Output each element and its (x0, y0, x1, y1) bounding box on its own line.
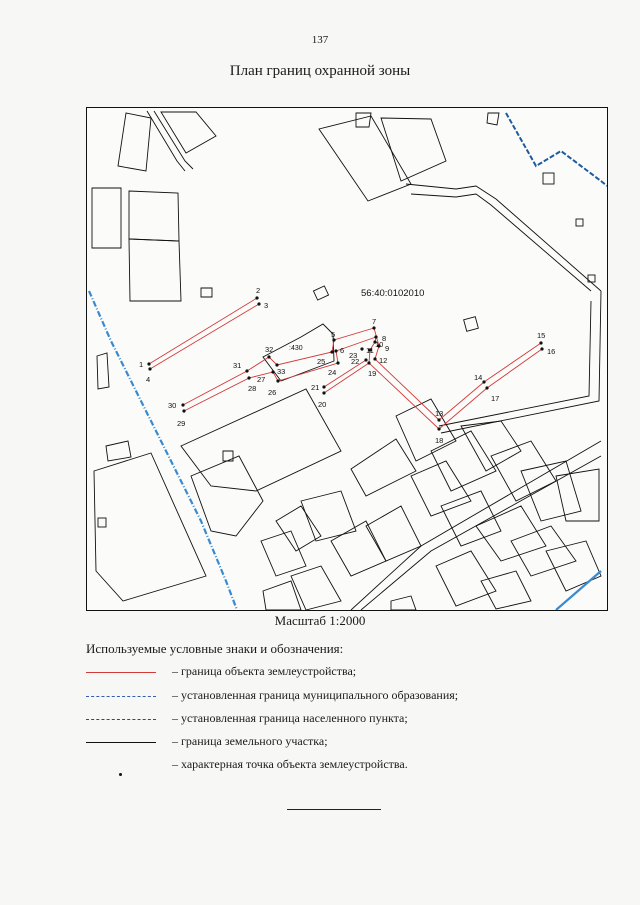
point-number-label-31: 31 (233, 361, 241, 370)
characteristic-point-20 (322, 391, 326, 395)
characteristic-point-24 (336, 361, 340, 365)
characteristic-point-5 (332, 338, 336, 342)
legend-item-settlement-border: – установленная граница населенного пунк… (86, 711, 566, 729)
legend-text: – граница объекта землеустройства; (172, 664, 357, 678)
characteristic-point-23 (360, 347, 364, 351)
point-number-label-23: 23 (349, 351, 357, 360)
point-number-label-17: 17 (491, 394, 499, 403)
characteristic-point-22 (364, 358, 368, 362)
point-number-label-15: 15 (537, 331, 545, 340)
characteristic-point-27 (271, 370, 275, 374)
characteristic-point-21 (322, 385, 326, 389)
point-number-label-26: 26 (268, 388, 276, 397)
point-number-label-10: 10 (375, 340, 383, 349)
characteristic-point-26 (276, 379, 280, 383)
characteristic-point-31 (245, 369, 249, 373)
characteristic-point-10 (373, 340, 377, 344)
legend-text: – характерная точка объекта землеустройс… (172, 757, 408, 771)
characteristic-point-16 (540, 347, 544, 351)
parcel-lines (91, 110, 602, 610)
point-number-label-6: 6 (340, 346, 344, 355)
legend-swatch-black-line (86, 742, 156, 743)
signature-line (287, 809, 381, 810)
plan-title: План границ охранной зоны (229, 63, 411, 79)
point-number-label-4: 4 (146, 375, 150, 384)
characteristic-point-19 (367, 361, 371, 365)
legend-text: – граница земельного участка; (172, 734, 328, 748)
page-number: 137 (311, 34, 329, 46)
point-number-label-18: 18 (435, 436, 443, 445)
legend-item-parcel-boundary: – граница земельного участка; (86, 734, 566, 752)
characteristic-point-2 (255, 296, 259, 300)
cadastral-block-label: 56:40:0102010 (361, 288, 424, 299)
characteristic-point-8 (374, 335, 378, 339)
legend-item-object-boundary: – граница объекта землеустройства; (86, 664, 566, 682)
municipal-border-line-lower (555, 570, 602, 610)
characteristic-point-28 (247, 376, 251, 380)
settlement-border-line (505, 112, 607, 187)
parcel-number-label: :430 (289, 345, 303, 352)
characteristic-point-25 (330, 350, 334, 354)
point-number-label-27: 27 (257, 375, 265, 384)
point-number-label-2: 2 (256, 286, 260, 295)
characteristic-point-18 (437, 427, 441, 431)
characteristic-point-32 (267, 355, 271, 359)
point-number-label-7: 7 (372, 317, 376, 326)
point-number-label-16: 16 (547, 347, 555, 356)
characteristic-point-29 (182, 409, 186, 413)
scale-label: Масштаб 1:2000 (274, 613, 366, 628)
point-number-label-32: 32 (265, 345, 273, 354)
point-number-label-28: 28 (248, 384, 256, 393)
point-number-label-8: 8 (382, 334, 386, 343)
point-number-label-33: 33 (277, 367, 285, 376)
characteristic-point-12 (373, 357, 377, 361)
point-number-label-1: 1 (139, 360, 143, 369)
point-number-label-20: 20 (318, 400, 326, 409)
characteristic-point-13 (437, 418, 441, 422)
characteristic-point-15 (539, 341, 543, 345)
characteristic-points: 1234567891011121314151617181920212223242… (139, 286, 555, 445)
legend-text: – установленная граница населенного пунк… (172, 711, 408, 725)
point-number-label-30: 30 (168, 401, 176, 410)
point-number-label-22: 22 (351, 357, 359, 366)
legend-item-characteristic-point: – характерная точка объекта землеустройс… (86, 757, 566, 776)
point-number-label-5: 5 (331, 330, 335, 339)
point-number-label-24: 24 (328, 368, 336, 377)
legend-swatch-red-line (86, 672, 156, 673)
point-number-label-29: 29 (177, 419, 185, 428)
legend-item-municipal-border: – установленная граница муниципального о… (86, 688, 566, 706)
point-number-label-19: 19 (368, 369, 376, 378)
characteristic-point-17 (485, 386, 489, 390)
point-number-label-12: 12 (379, 356, 387, 365)
point-number-label-21: 21 (311, 383, 319, 392)
characteristic-point-33 (275, 363, 279, 367)
legend-text: – установленная граница муниципального о… (172, 688, 459, 702)
legend-heading: Используемые условные знаки и обозначени… (86, 641, 344, 656)
point-number-label-9: 9 (385, 344, 389, 353)
legend-swatch-blue-dash (86, 696, 156, 697)
legend-swatch-redbrown-dash (86, 719, 156, 720)
characteristic-point-7 (372, 326, 376, 330)
characteristic-point-6 (334, 349, 338, 353)
protected-zone-boundary (148, 297, 543, 430)
municipal-border-line (87, 290, 239, 610)
characteristic-point-11 (368, 348, 372, 352)
point-number-label-13: 13 (435, 409, 443, 418)
characteristic-point-1 (147, 362, 151, 366)
point-number-label-3: 3 (264, 301, 268, 310)
characteristic-point-9 (377, 344, 381, 348)
point-number-label-25: 25 (317, 357, 325, 366)
point-number-label-11: 11 (366, 346, 374, 355)
point-number-label-14: 14 (474, 373, 482, 382)
characteristic-point-3 (257, 302, 261, 306)
characteristic-point-14 (482, 380, 486, 384)
characteristic-point-4 (148, 367, 152, 371)
characteristic-point-30 (181, 403, 185, 407)
